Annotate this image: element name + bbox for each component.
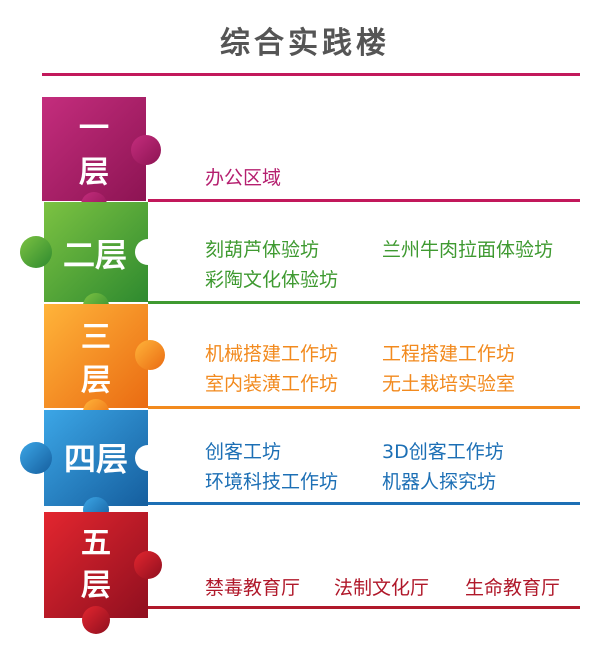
floor-1-label-top: 一 — [79, 111, 109, 146]
floor-1-divider — [148, 199, 580, 202]
room-label: 室内装潢工作坊 — [205, 373, 339, 395]
room-label: 无土栽培实验室 — [382, 373, 516, 395]
floor-5-label-bottom: 层 — [81, 568, 111, 603]
floor-3-label-bottom: 层 — [81, 363, 111, 398]
floor-1-puzzle-piece: 一 层 — [42, 97, 161, 218]
room-label: 办公区域 — [205, 167, 282, 189]
floor-1-label-bottom: 层 — [79, 155, 109, 190]
page-title: 综合实践楼 — [220, 26, 390, 61]
puzzle-column: 一 层 二层 三 层 四层 五 层 — [20, 97, 165, 634]
floor-3-divider — [148, 406, 580, 409]
floor-2-divider — [148, 301, 580, 304]
floor-4-puzzle-piece: 四层 — [20, 410, 161, 523]
room-label: 彩陶文化体验坊 — [205, 269, 339, 291]
room-label: 机器人探究坊 — [382, 471, 497, 493]
room-label: 环境科技工作坊 — [205, 471, 339, 493]
room-label: 工程搭建工作坊 — [382, 343, 516, 365]
floor-3-label-top: 三 — [81, 320, 111, 355]
floor-4-divider — [148, 502, 580, 505]
room-label: 3D创客工作坊 — [382, 441, 504, 463]
room-label: 法制文化厅 — [334, 577, 430, 599]
room-label: 禁毒教育厅 — [205, 577, 301, 599]
floor-5-puzzle-piece: 五 层 — [44, 512, 162, 634]
floor-4-label: 四层 — [64, 440, 128, 478]
floor-5-label-top: 五 — [81, 526, 111, 561]
floor-3-puzzle-piece: 三 层 — [44, 304, 165, 425]
room-label: 创客工坊 — [205, 441, 282, 463]
floor-2-label: 二层 — [63, 236, 127, 274]
room-label: 生命教育厅 — [465, 577, 561, 599]
room-label: 兰州牛肉拉面体验坊 — [382, 239, 554, 261]
room-label: 刻葫芦体验坊 — [205, 239, 320, 261]
title-divider — [42, 73, 580, 76]
room-label: 机械搭建工作坊 — [205, 343, 339, 365]
floor-5-divider — [148, 606, 580, 609]
floor-2-puzzle-piece: 二层 — [20, 202, 161, 319]
